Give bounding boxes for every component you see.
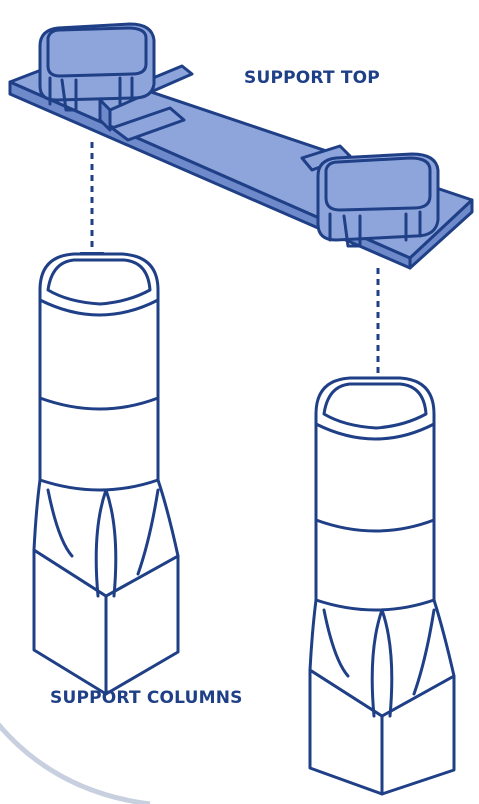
- left-connector: [40, 24, 154, 110]
- background-arc: [0, 700, 150, 804]
- right-connector: [318, 154, 438, 246]
- support-top: [10, 24, 472, 268]
- label-support-columns: SUPPORT COLUMNS: [50, 688, 243, 708]
- label-support-top: SUPPORT TOP: [244, 68, 380, 88]
- support-column-left: [34, 254, 178, 694]
- support-column-right: [310, 378, 454, 794]
